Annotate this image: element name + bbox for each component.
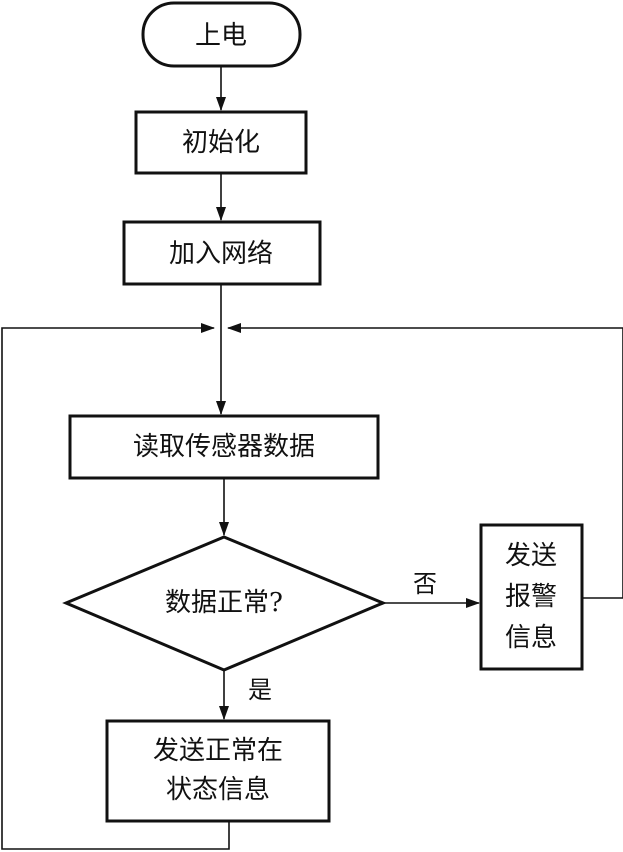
init-node-label: 初始化 [182, 128, 260, 158]
send-alarm-label-line-1: 发送 [505, 541, 557, 571]
send-alarm-label-line-2: 报警 [505, 582, 557, 612]
read-sensor-node: 读取传感器数据 [68, 414, 380, 480]
edge-label-yes: 是 [248, 676, 272, 704]
join-network-node: 加入网络 [122, 220, 322, 286]
edge-label-no: 否 [413, 570, 437, 598]
decision-node: 数据正常? [62, 535, 387, 672]
send-normal-label-line-1: 发送正常在 [153, 736, 283, 766]
init-node: 初始化 [134, 110, 308, 175]
start-node: 上电 [141, 1, 302, 68]
send-alarm-label-line-3: 信息 [505, 623, 557, 653]
send-normal-node: 发送正常在 状态信息 [105, 719, 331, 823]
join-network-node-label: 加入网络 [169, 239, 273, 269]
edge-alarm-loop-back [227, 323, 623, 599]
read-sensor-node-label: 读取传感器数据 [133, 432, 315, 462]
send-normal-label-line-2: 状态信息 [166, 775, 270, 805]
start-node-label: 上电 [195, 21, 247, 51]
send-alarm-node: 发送 报警 信息 [479, 523, 584, 671]
edge-normal-loop-back [1, 323, 230, 850]
decision-node-label: 数据正常? [165, 588, 283, 618]
